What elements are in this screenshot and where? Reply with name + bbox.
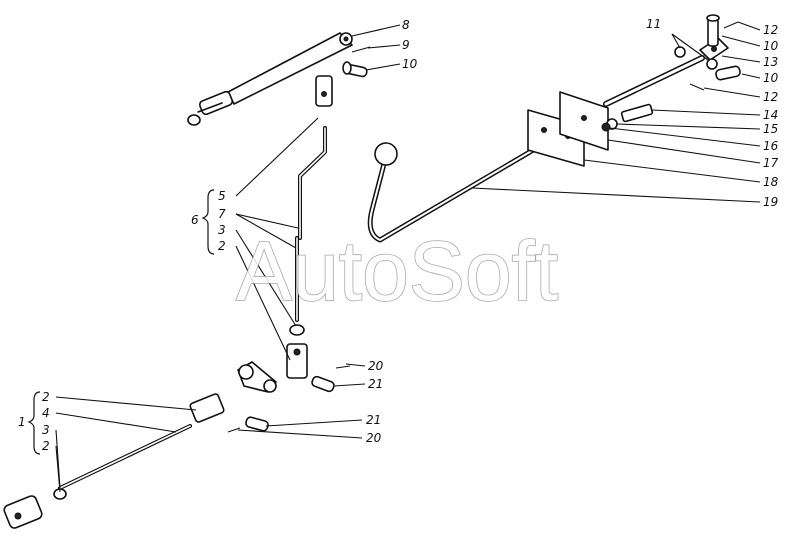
callout-10-top: 10 bbox=[402, 57, 418, 71]
pin-part-10-top bbox=[342, 61, 368, 78]
watermark: AutoSoft bbox=[236, 224, 558, 318]
callout-11: 11 bbox=[646, 17, 661, 31]
connecting-rod bbox=[603, 55, 705, 107]
pin-part-10-right bbox=[715, 65, 741, 81]
callout-16: 16 bbox=[763, 139, 779, 153]
callout-2-group1-bottom: 2 bbox=[42, 439, 50, 453]
shift-lever-part-19 bbox=[367, 142, 543, 243]
callout-19: 19 bbox=[763, 195, 778, 209]
threaded-rod-part-1 bbox=[3, 393, 225, 529]
callout-20-upper: 20 bbox=[368, 359, 384, 373]
callout-10-right-a: 10 bbox=[763, 39, 779, 53]
callout-12-top: 12 bbox=[763, 23, 778, 37]
washer-part-16 bbox=[601, 122, 611, 132]
callout-20-lower: 20 bbox=[366, 431, 382, 445]
leader-lines bbox=[55, 21, 761, 493]
brace-group-6 bbox=[201, 189, 215, 255]
washer-part-11-a bbox=[674, 46, 686, 58]
callout-7: 7 bbox=[218, 207, 226, 221]
callout-10-right-b: 10 bbox=[763, 71, 779, 85]
cotter-pin-part-12-top bbox=[723, 21, 739, 29]
callout-2-group1-top: 2 bbox=[42, 390, 50, 404]
plate-part-17 bbox=[559, 91, 609, 151]
callout-9: 9 bbox=[402, 38, 410, 52]
fork-clevis-top bbox=[315, 75, 333, 107]
callout-12-lower: 12 bbox=[763, 90, 778, 104]
pin-part-21-upper bbox=[311, 375, 335, 393]
cotter-pin-part-20-upper bbox=[335, 365, 351, 369]
callout-13: 13 bbox=[763, 55, 778, 69]
callout-3-group1: 3 bbox=[42, 423, 50, 437]
callout-17: 17 bbox=[763, 156, 779, 170]
callout-2-group6: 2 bbox=[218, 239, 226, 253]
callout-18: 18 bbox=[763, 175, 779, 189]
pin-part-21-lower bbox=[245, 416, 269, 432]
callout-21-upper: 21 bbox=[368, 377, 383, 391]
brace-group-1 bbox=[27, 391, 41, 455]
callout-6: 6 bbox=[191, 213, 199, 227]
callout-1: 1 bbox=[18, 415, 26, 429]
callout-14: 14 bbox=[763, 108, 778, 122]
cotter-pin-part-20-lower bbox=[227, 427, 241, 433]
cotter-pin-part-9 bbox=[351, 46, 371, 53]
callout-3-group6: 3 bbox=[218, 223, 226, 237]
callout-8: 8 bbox=[402, 18, 410, 32]
callout-5: 5 bbox=[218, 189, 226, 203]
callout-15: 15 bbox=[763, 122, 778, 136]
cotter-pin-part-12-lower bbox=[689, 83, 705, 91]
callout-4: 4 bbox=[42, 406, 50, 420]
pin-part-12-top bbox=[706, 14, 720, 47]
washer-part-11-b bbox=[706, 58, 718, 70]
bell-crank bbox=[237, 361, 277, 393]
callout-21-lower: 21 bbox=[366, 413, 381, 427]
lever-arm-part-8 bbox=[187, 32, 353, 126]
vertical-rod-part-6 bbox=[286, 126, 327, 379]
bolt-part-14 bbox=[620, 103, 654, 123]
